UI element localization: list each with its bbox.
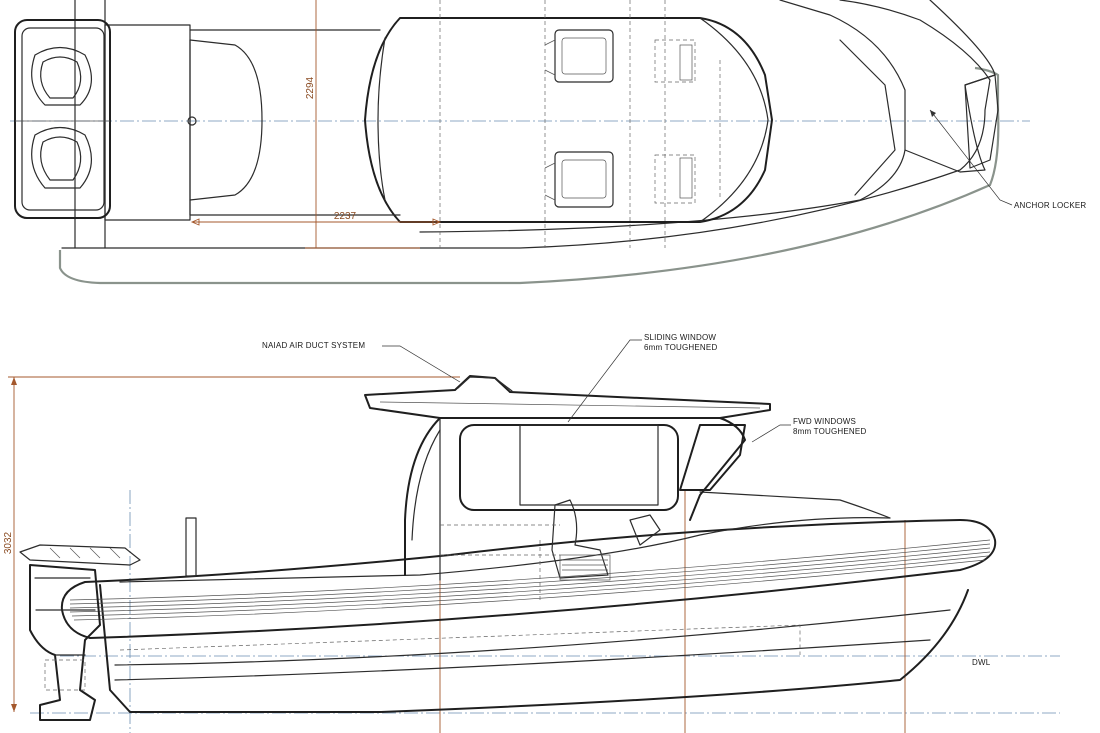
plan-roof-front-line	[699, 17, 769, 223]
dimension-cockpit-length: 2237	[190, 211, 442, 226]
sliding-window-label-1: SLIDING WINDOW	[644, 333, 716, 342]
profile-tube-stripes	[69, 539, 991, 621]
plan-deck-inner	[419, 0, 906, 233]
plan-roof-inner	[377, 37, 386, 201]
dimension-plan-width-value: 2294	[305, 76, 316, 99]
plan-console-blocks	[654, 39, 696, 204]
plan-tube-outline	[58, 66, 1000, 285]
plan-seat-upper	[544, 29, 614, 83]
naiad-air-duct-label: NAIAD AIR DUCT SYSTEM	[262, 341, 365, 350]
profile-tube	[60, 519, 997, 639]
profile-seat	[551, 499, 611, 581]
plan-anchor-locker	[964, 74, 999, 169]
profile-deck-line	[119, 517, 891, 583]
plan-engine-cowl	[189, 39, 263, 201]
fwd-windows-label-2: 8mm TOUGHENED	[793, 427, 866, 436]
profile-helm	[629, 514, 661, 546]
plan-engine-bracket	[104, 24, 191, 221]
plan-view: 2294 2237 ANCHOR LOCKER	[10, 0, 1086, 285]
air-duct	[457, 376, 513, 392]
aft-post	[185, 517, 197, 577]
sliding-window-label-2: 6mm TOUGHENED	[644, 343, 717, 352]
anchor-locker-leader	[929, 109, 1013, 206]
sliding-window	[459, 424, 679, 511]
plan-seat-lower	[544, 151, 614, 208]
profile-roof	[364, 375, 771, 419]
dimension-plan-width: 2294	[305, 0, 420, 249]
anchor-locker-label: ANCHOR LOCKER	[1014, 201, 1086, 210]
plan-hull-outline	[61, 0, 991, 249]
aft-rail	[19, 544, 141, 566]
dimension-overall-height-value: 3032	[3, 531, 14, 554]
profile-view: DWL 3032	[3, 333, 1060, 733]
plan-outboard-motors	[14, 19, 111, 219]
plan-wheelhouse-roof	[364, 17, 773, 223]
dimension-overall-height: 3032	[3, 376, 460, 712]
dwl-label: DWL	[972, 658, 991, 667]
dimension-cockpit-length-value: 2237	[334, 211, 357, 222]
plan-bow-shape	[904, 0, 996, 173]
profile-spray-rail	[114, 639, 931, 681]
profile-outboard-motor	[29, 564, 101, 721]
profile-hull-chine	[114, 609, 951, 666]
fwd-windows-label-1: FWD WINDOWS	[793, 417, 856, 426]
plan-bow-deck	[839, 39, 896, 196]
fwd-window	[679, 424, 746, 491]
profile-hull	[99, 584, 969, 713]
